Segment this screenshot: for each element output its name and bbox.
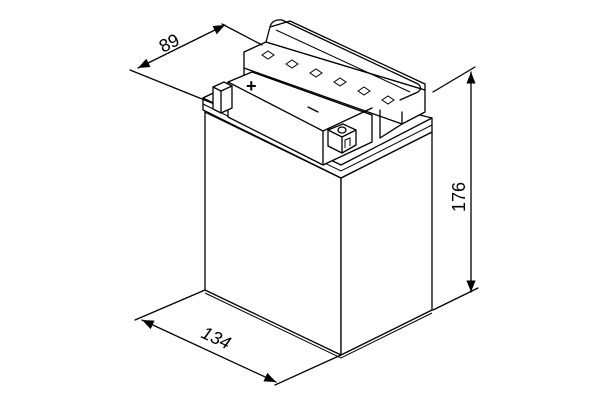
vent-rail [243, 19, 426, 139]
negative-terminal-post [327, 123, 357, 154]
depth-dimension-value: 89 [156, 30, 183, 57]
positive-terminal-label: + [246, 76, 257, 96]
dimension-height: 176 [432, 66, 479, 311]
height-dimension-value: 176 [449, 182, 469, 212]
positive-terminal-post [212, 81, 233, 114]
